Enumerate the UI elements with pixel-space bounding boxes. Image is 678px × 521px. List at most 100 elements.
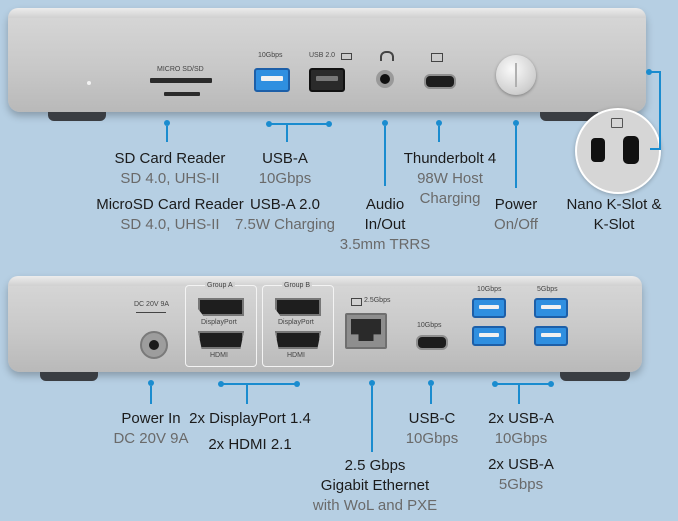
- usba5-sub: 5Gbps: [498, 476, 544, 493]
- callout-line-powerin: [150, 386, 152, 404]
- callout-line-kslot-h2: [650, 148, 661, 150]
- headphone-icon: [380, 51, 394, 61]
- callout-line-eth: [371, 386, 373, 452]
- hdmi-a[interactable]: [198, 331, 244, 349]
- front-foot-left: [48, 112, 106, 121]
- back-foot-right: [560, 372, 630, 381]
- callout-line-usbc: [430, 386, 432, 404]
- group-a-label: Group A: [205, 282, 235, 289]
- dc-power-jack[interactable]: [140, 331, 168, 359]
- usbc-sub: 10Gbps: [405, 430, 459, 447]
- callout-line-usba: [269, 123, 329, 125]
- kslot-inset: [575, 108, 661, 194]
- front-dock: [8, 8, 646, 112]
- callout-dot-power: [513, 120, 519, 126]
- usba10-sub: 10Gbps: [494, 430, 548, 447]
- back-usb-a-10-bottom[interactable]: [472, 326, 506, 346]
- nano-k-slot[interactable]: [591, 138, 605, 162]
- network-icon: [351, 298, 362, 306]
- eth-title2: Gigabit Ethernet: [320, 477, 430, 494]
- back-usb-a-5-bottom[interactable]: [534, 326, 568, 346]
- callout-sd: SD Card Reader SD 4.0, UHS-II: [60, 149, 280, 189]
- sd-card-slot[interactable]: [150, 78, 212, 83]
- callout-usba2: USB-A 2.0 7.5W Charging: [220, 195, 350, 235]
- callout-hdmi: 2x HDMI 2.1: [170, 435, 330, 455]
- microsd-sub: SD 4.0, UHS-II: [120, 216, 220, 233]
- usba2-sub: 7.5W Charging: [234, 216, 336, 233]
- back-dock: [8, 276, 642, 372]
- dc-polarity-icon: [136, 312, 166, 313]
- ethernet-port[interactable]: [345, 313, 387, 349]
- k-slot[interactable]: [623, 136, 639, 164]
- callout-dot-tb4: [436, 120, 442, 126]
- battery-icon: [341, 53, 352, 60]
- usba-title: USB-A: [262, 150, 308, 167]
- power-title: Power: [494, 196, 538, 213]
- back-usb-a-5-top[interactable]: [534, 298, 568, 318]
- audio-title2: In/Out: [364, 216, 406, 233]
- callout-dot-powerin: [148, 380, 154, 386]
- callout-line-usba-back-drop: [518, 384, 520, 404]
- callout-powerin: Power In DC 20V 9A: [86, 409, 216, 449]
- kslot-title2: K-Slot: [593, 216, 635, 233]
- back-usb-a-10-top[interactable]: [472, 298, 506, 318]
- callout-line-tb4: [438, 126, 440, 142]
- micro-sd-sd-label: MICRO SD/SD: [157, 66, 204, 73]
- callout-power: Power On/Off: [484, 195, 548, 235]
- callout-tb4: Thunderbolt 4 98W Host Charging: [385, 149, 515, 209]
- back-foot-left: [40, 372, 98, 381]
- displayport-a[interactable]: [198, 298, 244, 316]
- callout-dot-usba-back-right: [548, 381, 554, 387]
- usba10-title: 2x USB-A: [488, 410, 554, 427]
- back-usb-c-port[interactable]: [416, 335, 448, 350]
- front-usb-a-port[interactable]: [254, 68, 290, 92]
- ethernet-speed-label: 2.5Gbps: [364, 297, 391, 304]
- power-button[interactable]: [496, 55, 536, 95]
- kslot-title1: Nano K-Slot &: [566, 196, 662, 213]
- callout-line-kslot-h: [650, 71, 660, 73]
- usbc-title: USB-C: [408, 410, 456, 427]
- callout-line-usba-drop: [286, 124, 288, 142]
- callout-usba10: 2x USB-A 10Gbps: [476, 409, 566, 449]
- sd-title: SD Card Reader: [114, 150, 226, 167]
- hdmi-a-label: HDMI: [210, 352, 228, 359]
- dc-power-label: DC 20V 9A: [134, 301, 170, 308]
- usba-sub: 10Gbps: [258, 170, 312, 187]
- hdmi-b-label: HDMI: [287, 352, 305, 359]
- callout-eth: 2.5 Gbps Gigabit Ethernet with WoL and P…: [300, 456, 450, 516]
- front-foot-right: [540, 112, 598, 121]
- microsd-card-slot[interactable]: [164, 92, 200, 96]
- callout-line-usba-back: [495, 383, 551, 385]
- callout-dot-audio: [382, 120, 388, 126]
- callout-dot-usbc: [428, 380, 434, 386]
- eth-title1: 2.5 Gbps: [344, 457, 406, 474]
- audio-title1: Audio: [365, 196, 405, 213]
- callout-line-kslot-v: [659, 71, 661, 149]
- callout-audio: Audio In/Out 3.5mm TRRS: [335, 195, 435, 255]
- front-thunderbolt-port[interactable]: [424, 74, 456, 89]
- callout-dot-usba-right: [326, 121, 332, 127]
- callout-usba: USB-A 10Gbps: [230, 149, 340, 189]
- usba-5-label: 5Gbps: [537, 286, 558, 293]
- callout-line-sd: [166, 126, 168, 142]
- lock-icon: [611, 118, 623, 128]
- tb4-sub1: 98W Host: [417, 170, 483, 187]
- group-b-label: Group B: [282, 282, 313, 289]
- status-led: [87, 81, 91, 85]
- usba-10-label: 10Gbps: [477, 286, 502, 293]
- callout-dot-kslot: [646, 69, 652, 75]
- displayport-a-label: DisplayPort: [201, 319, 237, 326]
- audio-jack[interactable]: [376, 70, 394, 88]
- thunderbolt-icon: [431, 53, 443, 62]
- displayport-b[interactable]: [275, 298, 321, 316]
- callout-dp: 2x DisplayPort 1.4: [170, 409, 330, 429]
- microsd-title: MicroSD Card Reader: [96, 196, 244, 213]
- hdmi-b[interactable]: [275, 331, 321, 349]
- usb-10gbps-label: 10Gbps: [258, 52, 283, 59]
- callout-line-audio: [384, 126, 386, 186]
- tb4-title: Thunderbolt 4: [403, 150, 497, 167]
- front-usb-a-2-port[interactable]: [309, 68, 345, 92]
- eth-sub: with WoL and PXE: [312, 497, 438, 514]
- callout-line-dp: [221, 383, 297, 385]
- callout-microsd: MicroSD Card Reader SD 4.0, UHS-II: [50, 195, 290, 235]
